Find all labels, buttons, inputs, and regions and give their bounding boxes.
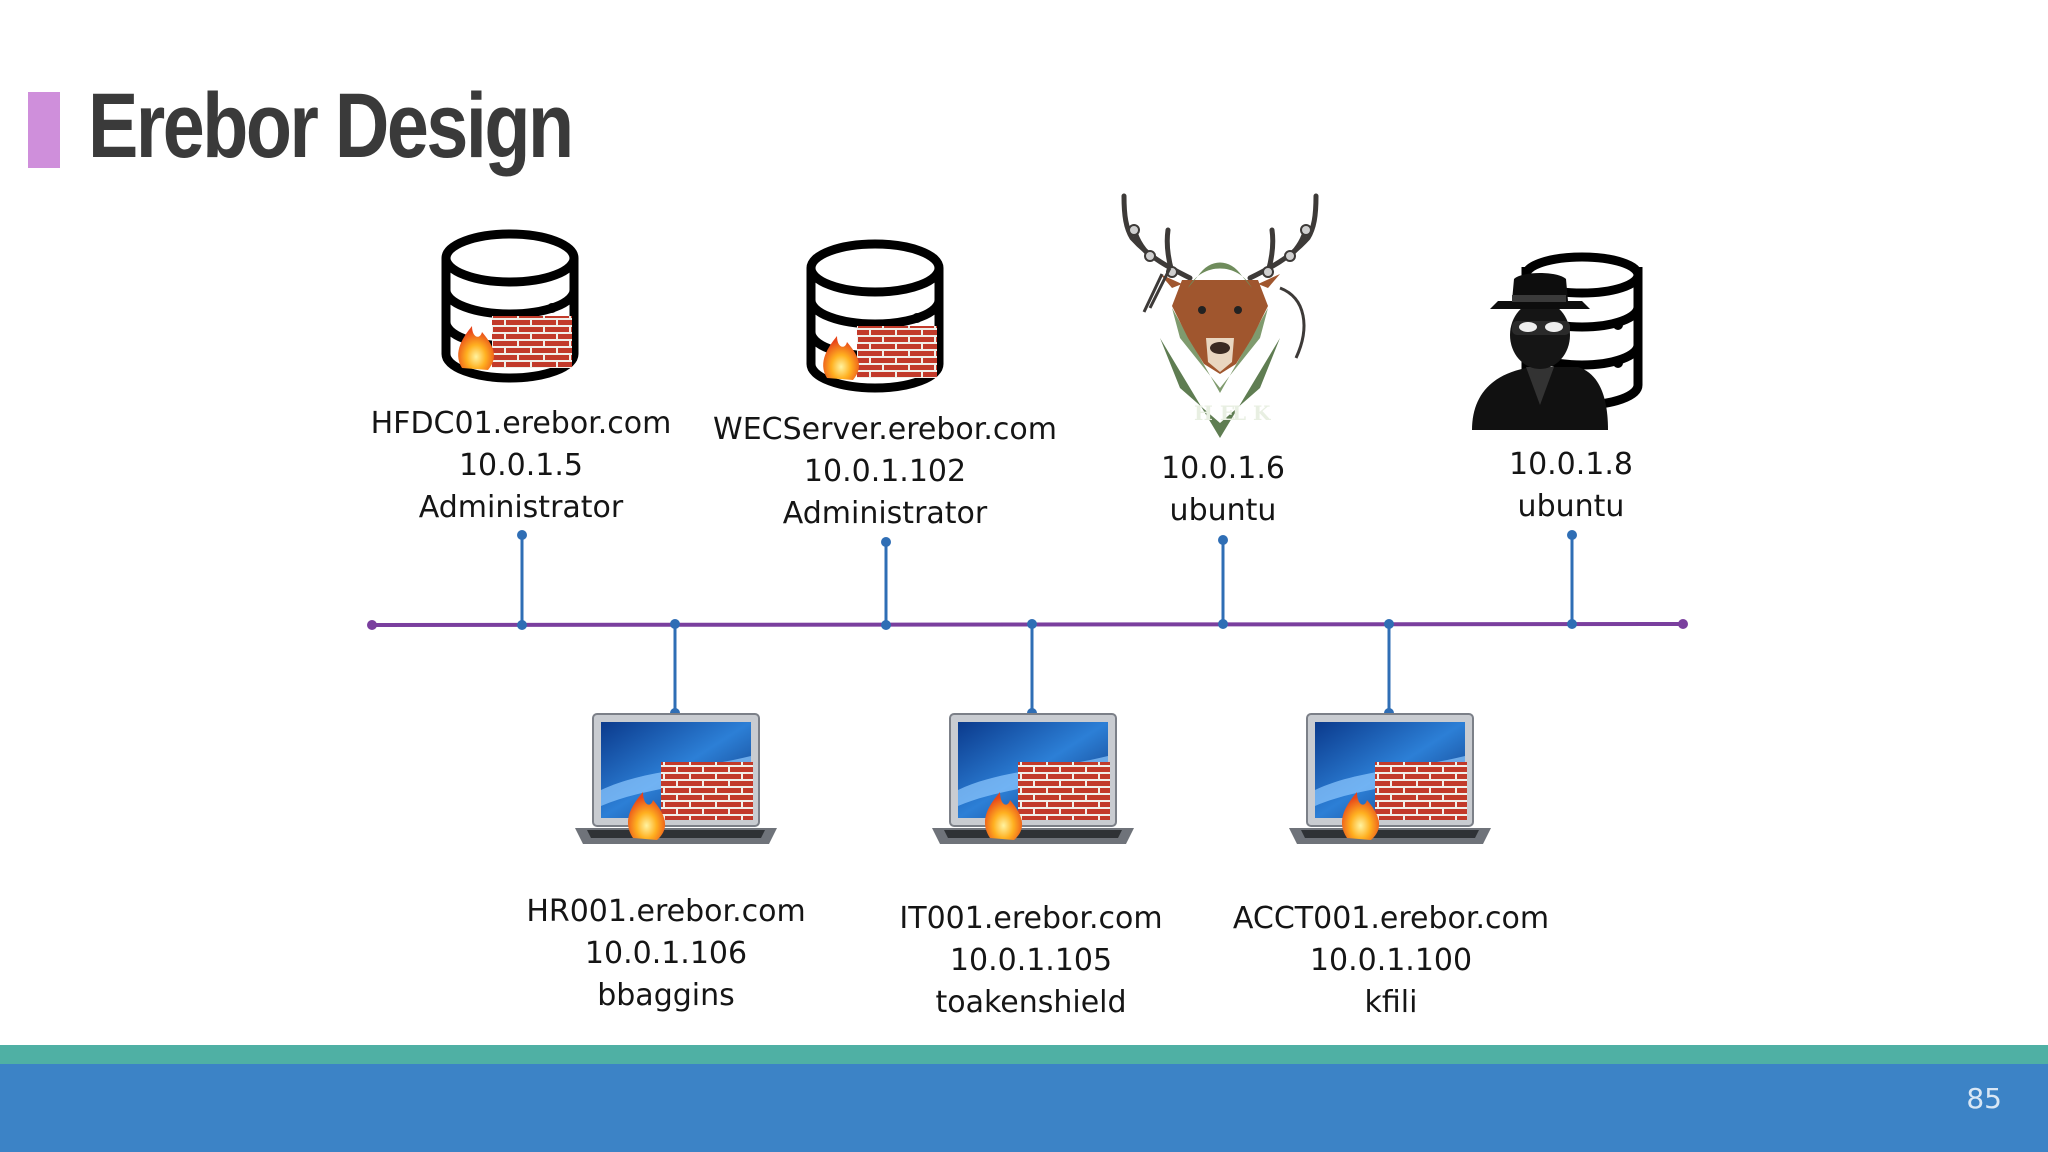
- ip-address-text: 10.0.1.106: [584, 936, 748, 971]
- node-label-hfdc01: HFDC01.erebor.com 10.0.1.5 Administrator: [371, 403, 672, 529]
- ip-address-text: 10.0.1.8: [1508, 447, 1634, 482]
- username-text: Administrator: [418, 490, 624, 525]
- laptop-firewall-icon: [1289, 713, 1491, 844]
- ip-address-text: 10.0.1.6: [1160, 451, 1286, 486]
- node-label-attacker: 10.0.1.8 ubuntu: [1509, 444, 1633, 528]
- bus-end-dot-left: [367, 620, 377, 630]
- username-text: kfili: [1364, 985, 1418, 1020]
- ip-address-text: 10.0.1.102: [803, 454, 967, 489]
- node-label-hr001: HR001.erebor.com 10.0.1.106 bbaggins: [526, 891, 805, 1017]
- drop-dot-hfdc01-bus: [517, 620, 527, 630]
- username-text: ubuntu: [1169, 493, 1277, 528]
- hostname-text: HFDC01.erebor.com: [370, 406, 672, 441]
- drop-dot-wecserver-bus: [881, 620, 891, 630]
- title-accent-bar: [28, 92, 60, 168]
- ip-address-text: 10.0.1.100: [1309, 943, 1473, 978]
- node-label-acct001: ACCT001.erebor.com 10.0.1.100 kfili: [1233, 898, 1549, 1024]
- node-label-wecserver: WECServer.erebor.com 10.0.1.102 Administ…: [713, 409, 1057, 535]
- slide-title: Erebor Design: [88, 75, 574, 177]
- username-text: toakenshield: [935, 985, 1127, 1020]
- node-label-helk: 10.0.1.6 ubuntu: [1161, 448, 1285, 532]
- page-number: 85: [1966, 1082, 2002, 1115]
- hostname-text: IT001.erebor.com: [899, 901, 1163, 936]
- hostname-text: ACCT001.erebor.com: [1232, 901, 1550, 936]
- drop-dot-helk-bus: [1218, 619, 1228, 629]
- drop-dot-attacker-top: [1567, 530, 1577, 540]
- drop-dot-attacker-bus: [1567, 619, 1577, 629]
- svg-text:H E: H E: [1194, 401, 1235, 425]
- drop-dot-hr001-bus: [670, 619, 680, 629]
- drop-dot-hfdc01-top: [517, 530, 527, 540]
- hostname-text: HR001.erebor.com: [526, 894, 806, 929]
- footer-accent-stripe: [0, 1045, 2048, 1064]
- hacker-database-icon: [1472, 252, 1643, 430]
- helk-deer-logo: H E L K: [1121, 193, 1319, 438]
- footer-bar: [0, 1064, 2048, 1152]
- laptop-firewall-icon: [575, 713, 777, 844]
- ip-address-text: 10.0.1.105: [949, 943, 1113, 978]
- bus-end-dot-right: [1678, 619, 1688, 629]
- database-firewall-icon: [441, 229, 579, 383]
- database-firewall-icon: [806, 239, 944, 393]
- ip-address-text: 10.0.1.5: [458, 448, 584, 483]
- hostname-text: WECServer.erebor.com: [713, 412, 1057, 447]
- drop-dot-it001-bus: [1027, 619, 1037, 629]
- node-label-it001: IT001.erebor.com 10.0.1.105 toakenshield: [899, 898, 1162, 1024]
- username-text: Administrator: [782, 496, 988, 531]
- username-text: bbaggins: [597, 978, 735, 1013]
- drop-dot-acct001-bus: [1384, 619, 1394, 629]
- laptop-firewall-icon: [932, 713, 1134, 844]
- drop-dot-wecserver-top: [881, 537, 891, 547]
- username-text: ubuntu: [1517, 489, 1625, 524]
- drop-dot-helk-top: [1218, 535, 1228, 545]
- svg-text:L K: L K: [1232, 401, 1271, 425]
